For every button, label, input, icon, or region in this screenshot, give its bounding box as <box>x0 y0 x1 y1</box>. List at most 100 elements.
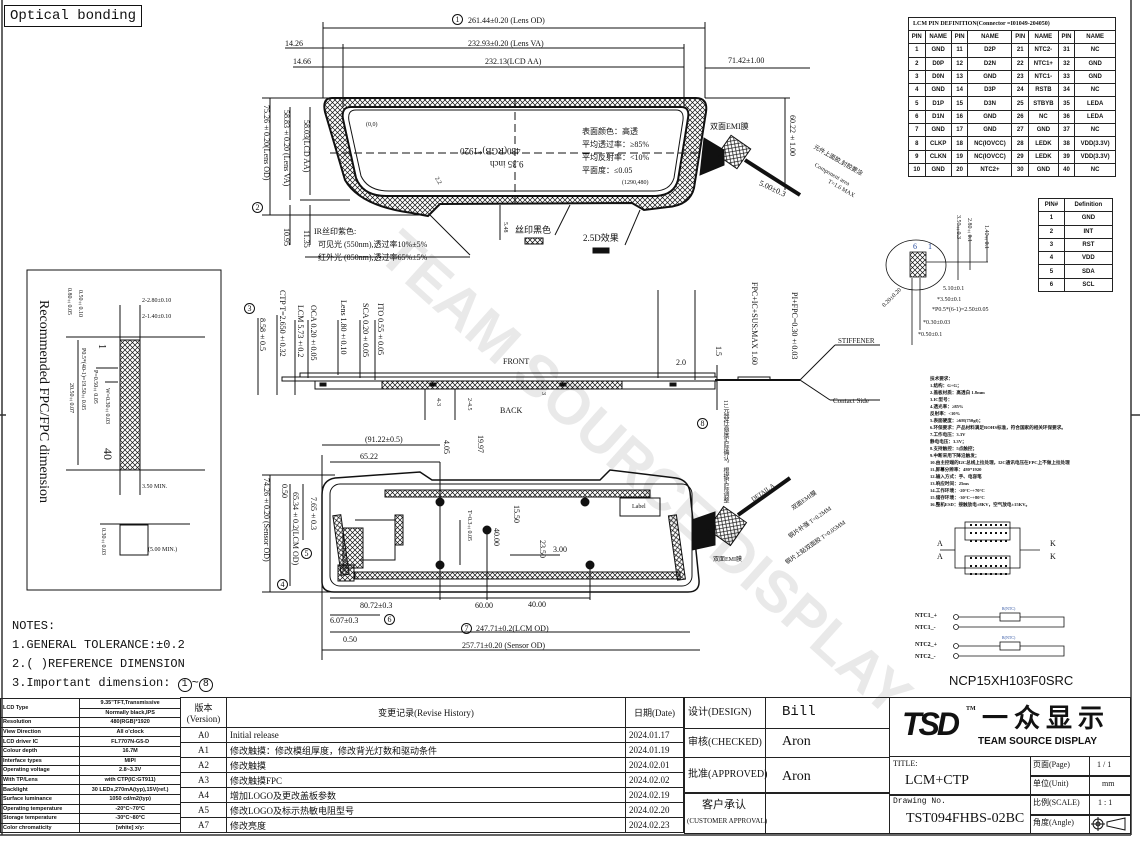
fpc-rec-i: 3.50 MIN. <box>142 484 168 490</box>
pin-number: 39 <box>1057 149 1076 164</box>
dim-80-72: 80.72±0.3 <box>360 601 393 610</box>
circle-marker-8: 8 <box>697 418 708 429</box>
ctp-pin-definition: SDA <box>1063 264 1114 279</box>
ntc1-resistor: R(NTC) <box>1002 606 1016 611</box>
dim-0-50-top: 0.50 <box>280 484 289 498</box>
pin-table-header: NAME <box>967 29 1013 45</box>
dim-40-00: 40.00 <box>528 600 546 609</box>
spec-label: Color chromaticity <box>0 822 81 834</box>
pin-number: 36 <box>1057 109 1076 125</box>
pin-table-header: PIN <box>908 29 926 45</box>
drawing-title: LCM+CTP <box>905 773 969 788</box>
ctp-dim-b: 2.80±0.1 <box>966 218 972 242</box>
dim-1-5: 1.5 <box>714 346 723 356</box>
dim-lens-od-height: 75.26±0.20(Lens OD) <box>262 105 271 181</box>
scale-label: 比例(SCALE) <box>1033 798 1080 807</box>
ctp-dim-d: 5.10±0.1 <box>943 286 965 292</box>
spec-label: Operating temperature <box>0 803 81 815</box>
ctp-dim-g: *0.30±0.03 <box>923 320 951 326</box>
logo-tm: TM <box>966 706 976 712</box>
pin-name: NC <box>1074 123 1116 138</box>
ntc2-plus: NTC2_+ <box>915 642 938 648</box>
pin-number: 7 <box>908 123 926 138</box>
dim-60-00: 60.00 <box>475 601 493 610</box>
pin-name: CLKP <box>924 136 952 151</box>
dim-oca: OCA 0.20±0.05 <box>309 305 318 361</box>
ctp-pin-number: 2 <box>1038 224 1065 239</box>
fpc-rec-title: Recommended FPC/FPC dimension <box>36 300 51 504</box>
circle-marker-4: 4 <box>277 579 288 590</box>
pin-name: NTC1- <box>1028 69 1059 85</box>
revision-version: A4 <box>180 787 227 803</box>
pin-number: 28 <box>1011 136 1030 151</box>
surface-reflectance: 平均反射率：<10% <box>582 153 650 162</box>
tech-requirement-line: 8.支持触控：5点触控； <box>930 446 978 451</box>
revision-date: 2024.01.17 <box>625 727 684 743</box>
spec-value: MIPI <box>79 755 181 767</box>
logo-english: TEAM SOURCE DISPLAY <box>978 736 1098 747</box>
unit-label: 单位(Unit) <box>1033 779 1069 788</box>
dim-lens-va-height: 58.83±0.20 (Lens VA) <box>282 110 291 187</box>
ctp-pin-definition: SCL <box>1063 277 1114 293</box>
pin-number: 32 <box>1057 56 1076 71</box>
pin-name: VDD(3.3V) <box>1074 136 1116 151</box>
pin-name: GND <box>924 162 952 178</box>
notes: NOTES: 1.GENERAL TOLERANCE:±0.2 2.( )REF… <box>12 617 213 693</box>
revision-table: 版本(Version) 变更记录(Revise History) 日期(Date… <box>180 697 684 833</box>
spec-value: 16.7M <box>79 745 181 757</box>
pin-number: 19 <box>950 149 969 164</box>
pin-name: NC(IOVCC) <box>967 149 1013 164</box>
pin-name: GND <box>1074 69 1116 85</box>
approved-name: Aron <box>782 769 811 784</box>
lcm-pin-table-title: LCM PIN DEFINITION(Connector =I01049-204… <box>908 17 1116 31</box>
pin-number: 13 <box>950 69 969 85</box>
pin-name: D3P <box>967 83 1013 98</box>
pin-number: 8 <box>908 136 926 151</box>
revision-description: Initial release <box>226 727 626 743</box>
circle-marker-7: 7 <box>461 623 472 634</box>
tech-requirement-line: 5.表面硬度：≥6H(750gf)； <box>930 418 984 423</box>
pin-number: 30 <box>1011 162 1030 178</box>
tech-requirement-line: 12.输入方式：手、电容笔 <box>930 474 982 479</box>
spec-value: -30°C~80°C <box>79 813 181 824</box>
dim-ito: ITO 0.55±0.05 <box>376 303 385 356</box>
back-label: BACK <box>500 406 523 415</box>
ctp-pin-definition: INT <box>1063 224 1114 239</box>
unit-value: mm <box>1102 779 1115 788</box>
spec-label: Interface types <box>0 755 81 767</box>
drawing-no-label: Drawing No. <box>893 797 946 806</box>
sheet-label: Optical bonding <box>4 5 143 27</box>
tech-requirement-line: 6.环保要求：产品材料满足ROHS标准，符合国家的相关环保要求。 <box>930 425 1066 430</box>
pin-name: NC <box>1028 109 1059 125</box>
fpc-rec-e: P0.5*(40-1)=19.50±0.05 <box>80 348 86 411</box>
pin-name: RSTB <box>1028 83 1059 98</box>
pin-number: 9 <box>908 149 926 164</box>
stiffener-label: STIFFENER <box>838 337 875 345</box>
ctp-pin-definition: VDD <box>1063 251 1114 266</box>
pin-number: 21 <box>1011 43 1030 58</box>
pin-name: LEDK <box>1028 136 1059 151</box>
dim-91-22: (91.22±0.5) <box>365 435 403 444</box>
rev-header-history: 变更记录(Revise History) <box>226 697 626 728</box>
pin-name: D1N <box>924 109 952 125</box>
dim-lcm-thickness: LCM 5.73±0.2 <box>296 305 305 358</box>
spec-label: LCD driver IC <box>0 736 81 747</box>
revision-description: 修改亮度 <box>226 817 626 833</box>
revision-version: A7 <box>180 817 227 833</box>
revision-version: A3 <box>180 772 227 788</box>
tech-requirement-line: 4.透光率：≥85% <box>930 404 964 409</box>
ntc2-minus: NTC2_- <box>915 654 936 660</box>
dim-offset-1: 14.26 <box>285 39 303 48</box>
tech-requirement-line: 14.工作环境：-20°C~+70°C <box>930 488 985 493</box>
anode-label-1: A <box>937 539 943 548</box>
fpc-rec-c: 0.50±0.10 <box>77 290 83 317</box>
